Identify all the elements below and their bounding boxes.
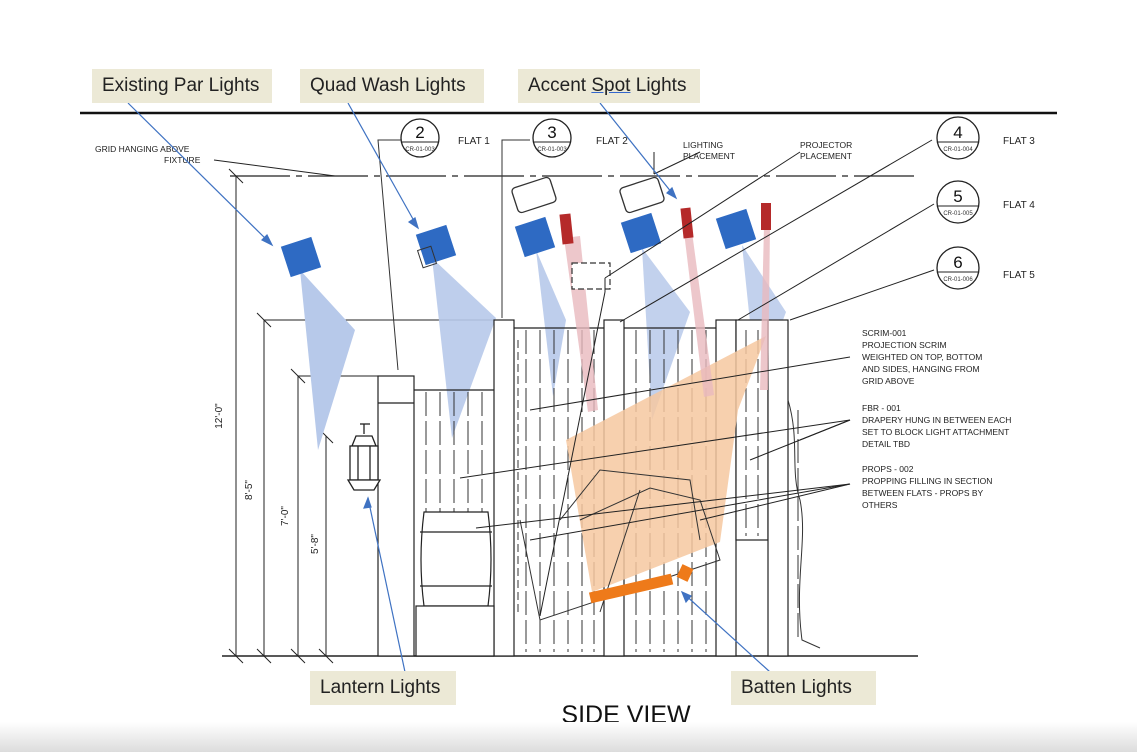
- dim-12ft: 12'-0": [214, 403, 225, 429]
- grid-note-line2: FIXTURE: [164, 155, 201, 165]
- svg-text:GRID ABOVE: GRID ABOVE: [862, 376, 915, 386]
- projector-placement-line2: PLACEMENT: [800, 151, 852, 161]
- svg-text:PROPS - 002: PROPS - 002: [862, 464, 914, 474]
- svg-text:FBR - 001: FBR - 001: [862, 403, 901, 413]
- callout-batten-lights: Batten Lights: [731, 671, 876, 705]
- dim-8ft5: 8'-5": [244, 480, 255, 500]
- drapery-note: FBR - 001 DRAPERY HUNG IN BETWEEN EACH S…: [862, 403, 1011, 449]
- tag-leaders: [377, 139, 530, 612]
- lighting-placement-line1: LIGHTING: [683, 140, 723, 150]
- svg-text:4: 4: [953, 123, 962, 142]
- svg-text:2: 2: [415, 123, 424, 142]
- svg-text:CR-01-004: CR-01-004: [943, 147, 973, 153]
- flat-1-label: FLAT 1: [458, 136, 490, 147]
- svg-text:BETWEEN FLATS - PROPS BY: BETWEEN FLATS - PROPS BY: [862, 488, 984, 498]
- callout-lantern-lights: Lantern Lights: [310, 671, 456, 705]
- svg-text:CR-01-003: CR-01-003: [405, 147, 435, 153]
- callout-existing-par-lights: Existing Par Lights: [92, 69, 272, 103]
- flat-3-label: FLAT 3: [1003, 136, 1035, 147]
- svg-text:5: 5: [953, 187, 962, 206]
- svg-text:PROJECTION SCRIM: PROJECTION SCRIM: [862, 340, 947, 350]
- bottom-fade: [0, 722, 1137, 752]
- svg-text:CR-01-006: CR-01-006: [943, 277, 973, 283]
- callout-spot-word: Spot: [591, 75, 631, 96]
- svg-text:6: 6: [953, 253, 962, 272]
- curtain-edge: [787, 399, 821, 649]
- flat-tag-3: 3 CR-01-003: [532, 118, 572, 158]
- svg-text:WEIGHTED ON TOP, BOTTOM: WEIGHTED ON TOP, BOTTOM: [862, 352, 982, 362]
- flat-tag-6: 6 CR-01-006: [936, 246, 980, 290]
- note-leaders: [213, 139, 935, 617]
- callout-accent-spot-lights: Accent Spot Lights: [518, 69, 700, 103]
- batten-light-icons: [588, 564, 694, 604]
- svg-text:DRAPERY HUNG IN BETWEEN EACH: DRAPERY HUNG IN BETWEEN EACH: [862, 415, 1011, 425]
- svg-text:3: 3: [547, 123, 556, 142]
- flat-5-label: FLAT 5: [1003, 270, 1035, 281]
- dim-7ft: 7'-0": [280, 506, 291, 526]
- flat-tag-2: 2 CR-01-003: [400, 118, 440, 158]
- svg-text:CR-01-005: CR-01-005: [943, 211, 973, 217]
- lighting-placement-line2: PLACEMENT: [683, 151, 735, 161]
- projection-scrim: [566, 336, 766, 592]
- scrim-note: SCRIM-001 PROJECTION SCRIM WEIGHTED ON T…: [862, 328, 982, 386]
- svg-text:SCRIM-001: SCRIM-001: [862, 328, 907, 338]
- flat-2-label: FLAT 2: [596, 136, 628, 147]
- callout-lights-word: Lights: [635, 75, 687, 96]
- flat-4-label: FLAT 4: [1003, 200, 1035, 211]
- grid-note-line1: GRID HANGING ABOVE: [95, 144, 190, 154]
- callout-accent-word: Accent: [528, 75, 587, 96]
- svg-text:SET TO BLOCK LIGHT ATTACHMENT: SET TO BLOCK LIGHT ATTACHMENT: [862, 427, 1009, 437]
- svg-text:AND SIDES, HANGING FROM: AND SIDES, HANGING FROM: [862, 364, 980, 374]
- svg-text:DETAIL TBD: DETAIL TBD: [862, 439, 910, 449]
- projector-placement-line1: PROJECTOR: [800, 140, 852, 150]
- flat-tag-4: 4 CR-01-004: [936, 116, 980, 160]
- svg-text:OTHERS: OTHERS: [862, 500, 898, 510]
- svg-text:PROPPING FILLING IN SECTION: PROPPING FILLING IN SECTION: [862, 476, 992, 486]
- barrel-prop: [415, 511, 495, 657]
- callout-quad-wash-lights: Quad Wash Lights: [300, 69, 484, 103]
- fixture-icons: [280, 176, 771, 290]
- svg-text:CR-01-003: CR-01-003: [537, 147, 567, 153]
- lantern-icon: [346, 423, 382, 491]
- dim-5ft8: 5'-8": [310, 534, 321, 554]
- callout-leaders: [127, 102, 771, 673]
- flat-tag-5: 5 CR-01-005: [936, 180, 980, 224]
- props-note: PROPS - 002 PROPPING FILLING IN SECTION …: [862, 464, 992, 510]
